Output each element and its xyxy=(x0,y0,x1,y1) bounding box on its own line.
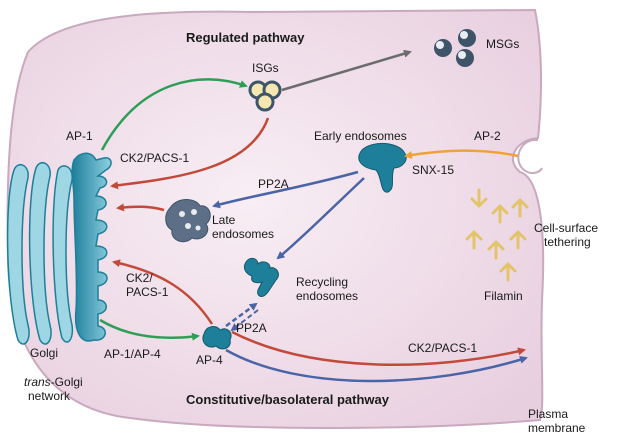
arrow-isgs-to-msgs xyxy=(281,49,412,92)
label-constitutive-pathway: Constitutive/basolateral pathway xyxy=(186,392,390,407)
label-plasma-2: membrane xyxy=(528,421,586,435)
label-recycling-1: Recycling xyxy=(296,275,348,289)
label-network: network xyxy=(28,389,71,403)
arrow-isgs-to-tgn xyxy=(110,117,270,190)
arrow-ap4-to-recycling-dashed xyxy=(225,302,258,328)
late-endosome-shape xyxy=(165,199,211,243)
msg-granules xyxy=(434,29,476,67)
label-isgs: ISGs xyxy=(252,61,279,75)
label-pp2a-upper: PP2A xyxy=(258,177,289,191)
ap2-coated-pit xyxy=(517,138,543,175)
arrow-ap1-to-isgs xyxy=(100,78,248,151)
label-ap2: AP-2 xyxy=(474,129,501,143)
label-ck2-left: CK2/ xyxy=(126,271,153,285)
arrow-ap4-to-tgn xyxy=(112,259,214,325)
label-regulated-pathway: Regulated pathway xyxy=(186,30,305,45)
label-cell-surface-2: tethering xyxy=(544,235,591,249)
label-msgs: MSGs xyxy=(486,37,519,51)
label-pp2a-lower: PP2A xyxy=(236,321,267,335)
ap4-vesicle-shape xyxy=(202,326,232,350)
cell-surface-receptors xyxy=(465,188,529,282)
early-endosome-shape xyxy=(358,143,407,193)
label-trans-golgi: trans-Golgi xyxy=(24,375,83,389)
label-early-endosomes: Early endosomes xyxy=(314,129,407,143)
label-ap1-ap4: AP-1/AP-4 xyxy=(104,347,161,361)
arrow-ap4-to-plasma-membrane-red xyxy=(231,330,526,366)
label-ck2-pacs1-bottom: CK2/PACS-1 xyxy=(408,341,477,355)
label-golgi-suffix: -Golgi xyxy=(51,375,83,389)
recycling-endosome-shape xyxy=(243,257,279,297)
label-ap4: AP-4 xyxy=(196,353,223,367)
label-cell-surface-1: Cell-surface xyxy=(534,221,598,235)
label-late-endosomes-1: Late xyxy=(212,213,236,227)
late-endosome-vesicles xyxy=(179,209,201,231)
arrow-early-to-recycling-endosome xyxy=(276,177,365,260)
arrow-late-endosome-to-tgn xyxy=(116,203,165,212)
label-pacs1-left: PACS-1 xyxy=(126,285,169,299)
label-ap1: AP-1 xyxy=(66,129,93,143)
label-recycling-2: endosomes xyxy=(296,289,358,303)
label-snx15: SNX-15 xyxy=(412,163,454,177)
trans-golgi-network xyxy=(71,152,112,342)
arrow-tgn-to-ap4 xyxy=(99,318,200,341)
arrow-ap4-to-plasma-membrane-blue xyxy=(225,348,528,383)
golgi-stacks xyxy=(6,161,74,345)
label-golgi: Golgi xyxy=(30,346,58,360)
arrow-early-to-late-endosome xyxy=(212,170,359,209)
isg-granules xyxy=(248,80,282,112)
label-trans-italic: trans xyxy=(24,375,51,389)
label-late-endosomes-2: endosomes xyxy=(212,227,274,241)
label-filamin: Filamin xyxy=(484,289,523,303)
label-ck2-pacs1-top: CK2/PACS-1 xyxy=(120,151,189,165)
arrow-recycling-to-ap4-dashed xyxy=(230,309,259,332)
arrow-ap2-to-early-endosome xyxy=(404,149,519,159)
label-plasma-1: Plasma xyxy=(528,407,568,421)
